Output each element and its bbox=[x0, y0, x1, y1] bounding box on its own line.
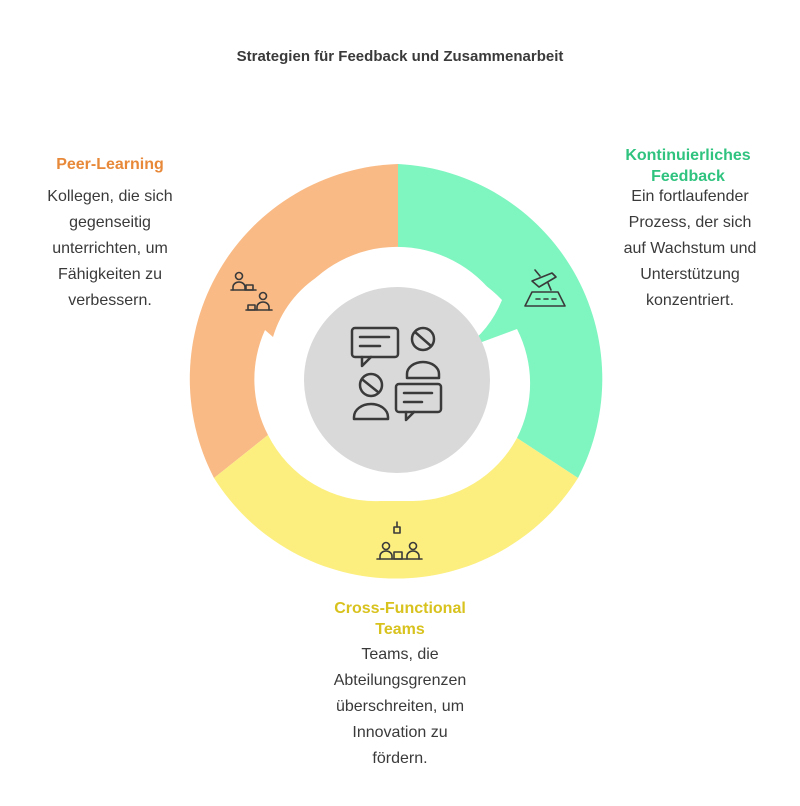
peer-learning-description: Kollegen, die sich gegenseitig unterrich… bbox=[15, 184, 205, 314]
peer-learning-line: Fähigkeiten zu bbox=[57, 266, 163, 283]
continuous-feedback-line: Ein fortlaufender bbox=[631, 188, 749, 205]
cross-functional-teams-heading-line: Cross-Functional bbox=[334, 600, 466, 617]
continuous-feedback-line: konzentriert. bbox=[645, 292, 735, 309]
segment-continuous-feedback bbox=[398, 164, 603, 478]
inner-arc-top bbox=[297, 246, 497, 319]
continuous-feedback-line: auf Wachstum und bbox=[623, 240, 757, 257]
cross-functional-teams-line: Abteilungsgrenzen bbox=[333, 672, 467, 689]
center-circle bbox=[304, 287, 490, 473]
peer-learning-line: verbessern. bbox=[68, 292, 152, 309]
peer-learning-line: Kollegen, die sich bbox=[47, 188, 173, 205]
cross-functional-teams-description: Teams, die Abteilungsgrenzen überschreit… bbox=[290, 642, 510, 772]
cross-functional-teams-line: Teams, die bbox=[361, 646, 439, 663]
team-meeting-icon bbox=[376, 521, 423, 560]
continuous-feedback-heading: Kontinuierliches Feedback bbox=[598, 145, 778, 187]
continuous-feedback-line: Prozess, der sich bbox=[628, 214, 752, 231]
segment-peer-learning bbox=[189, 164, 398, 478]
cross-functional-teams-line: fördern. bbox=[372, 750, 428, 767]
cross-functional-teams-heading: Cross-Functional Teams bbox=[300, 598, 500, 640]
collaboration-chat-icon bbox=[350, 326, 443, 422]
diagram-title: Strategien für Feedback und Zusammenarbe… bbox=[236, 48, 564, 65]
peer-learning-line: gegenseitig bbox=[69, 214, 151, 231]
airplane-runway-icon bbox=[524, 269, 566, 307]
peer-learning-icon bbox=[230, 271, 273, 311]
cross-functional-teams-line: Innovation zu bbox=[352, 724, 448, 741]
cross-functional-teams-line: überschreiten, um bbox=[335, 698, 465, 715]
continuous-feedback-description: Ein fortlaufender Prozess, der sich auf … bbox=[595, 184, 785, 314]
continuous-feedback-heading-line: Feedback bbox=[651, 168, 725, 185]
continuous-feedback-line: Unterstützung bbox=[640, 266, 740, 283]
peer-learning-line: unterrichten, um bbox=[52, 240, 168, 257]
continuous-feedback-heading-line: Kontinuierliches bbox=[625, 147, 751, 164]
segment-cross-functional-teams bbox=[214, 435, 578, 579]
peer-learning-heading: Peer-Learning bbox=[56, 156, 164, 173]
cross-functional-teams-heading-line: Teams bbox=[375, 621, 425, 638]
